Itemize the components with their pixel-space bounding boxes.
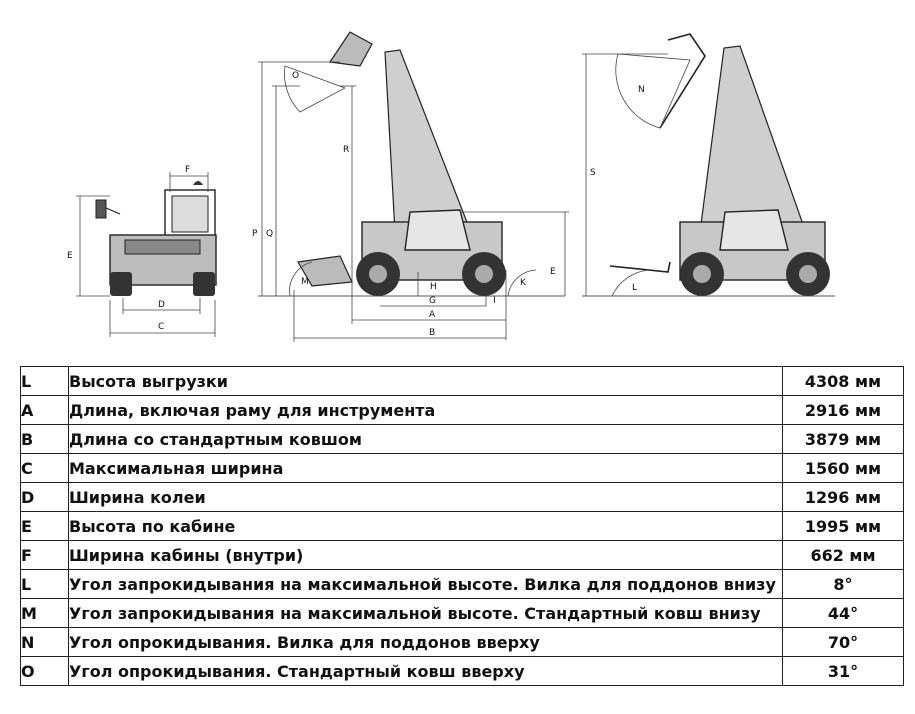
spec-code: L	[20, 569, 69, 599]
spec-value: 1296 мм	[782, 482, 904, 512]
spec-value: 2916 мм	[782, 395, 904, 425]
spec-value: 1995 мм	[782, 511, 904, 541]
fork-boom	[699, 45, 806, 233]
side-label-Q: Q	[266, 229, 273, 239]
side-label-G: G	[429, 296, 436, 306]
spec-code: M	[20, 598, 69, 628]
fork-label-N: N	[638, 85, 645, 95]
side-view: O M P Q R H I G	[252, 31, 569, 342]
spec-code: B	[20, 424, 69, 454]
fork-label-L: L	[632, 283, 637, 293]
side-label-B: B	[429, 328, 435, 338]
front-label-F: F	[185, 165, 190, 175]
spec-description: Длина, включая раму для инструмента	[68, 395, 783, 425]
spec-value: 70°	[782, 627, 904, 657]
spec-description: Высота выгрузки	[68, 366, 783, 396]
fork-ground	[609, 261, 671, 273]
front-wheel-left	[110, 272, 132, 296]
spec-value: 3879 мм	[782, 424, 904, 454]
spec-code: C	[20, 453, 69, 483]
spec-description: Максимальная ширина	[68, 453, 783, 483]
spec-code: A	[20, 395, 69, 425]
spec-code: L	[20, 366, 69, 396]
side-label-A: A	[429, 310, 436, 320]
spec-description: Угол запрокидывания на максимальной высо…	[68, 598, 783, 628]
side-boom	[384, 49, 471, 233]
side-cab	[404, 209, 471, 251]
spec-description: Ширина кабины (внутри)	[68, 540, 783, 570]
spec-value: 4308 мм	[782, 366, 904, 396]
spec-description: Ширина колеи	[68, 482, 783, 512]
spec-description: Угол опрокидывания. Вилка для поддонов в…	[68, 627, 783, 657]
dimension-drawing: E F D C O	[0, 0, 915, 350]
spec-code: D	[20, 482, 69, 512]
spec-description: Высота по кабине	[68, 511, 783, 541]
spec-value: 44°	[782, 598, 904, 628]
spec-code: N	[20, 627, 69, 657]
side-label-K: K	[520, 278, 527, 288]
fork-cab	[719, 209, 789, 251]
spec-value: 662 мм	[782, 540, 904, 570]
fork-raised	[659, 33, 706, 129]
spec-code: O	[20, 656, 69, 686]
fork-view: N S L	[582, 33, 835, 297]
front-wheel-right	[193, 272, 215, 296]
spec-value: 1560 мм	[782, 453, 904, 483]
spec-code: F	[20, 540, 69, 570]
mirror-icon	[95, 199, 107, 219]
fork-label-S: S	[590, 168, 596, 178]
spec-description: Угол запрокидывания на максимальной высо…	[68, 569, 783, 599]
spec-description: Угол опрокидывания. Стандартный ковш вве…	[68, 656, 783, 686]
dimension-drawing-svg: E F D C O	[67, 31, 835, 342]
spec-value: 31°	[782, 656, 904, 686]
side-label-R: R	[343, 145, 349, 155]
side-label-E: E	[550, 267, 556, 277]
side-bucket-raised	[328, 31, 373, 67]
spec-description: Длина со стандартным ковшом	[68, 424, 783, 454]
side-label-M: M	[301, 277, 309, 287]
spec-value: 8°	[782, 569, 904, 599]
side-label-I: I	[493, 296, 496, 306]
side-label-P: P	[252, 229, 258, 239]
spec-code: E	[20, 511, 69, 541]
side-label-O: O	[292, 71, 299, 81]
side-label-H: H	[430, 282, 437, 292]
front-label-E: E	[67, 251, 73, 261]
front-view: E F D C	[67, 165, 217, 337]
front-label-C: C	[158, 322, 164, 332]
beacon-icon	[193, 181, 203, 185]
front-label-D: D	[158, 300, 165, 310]
front-cab-window	[171, 195, 209, 233]
